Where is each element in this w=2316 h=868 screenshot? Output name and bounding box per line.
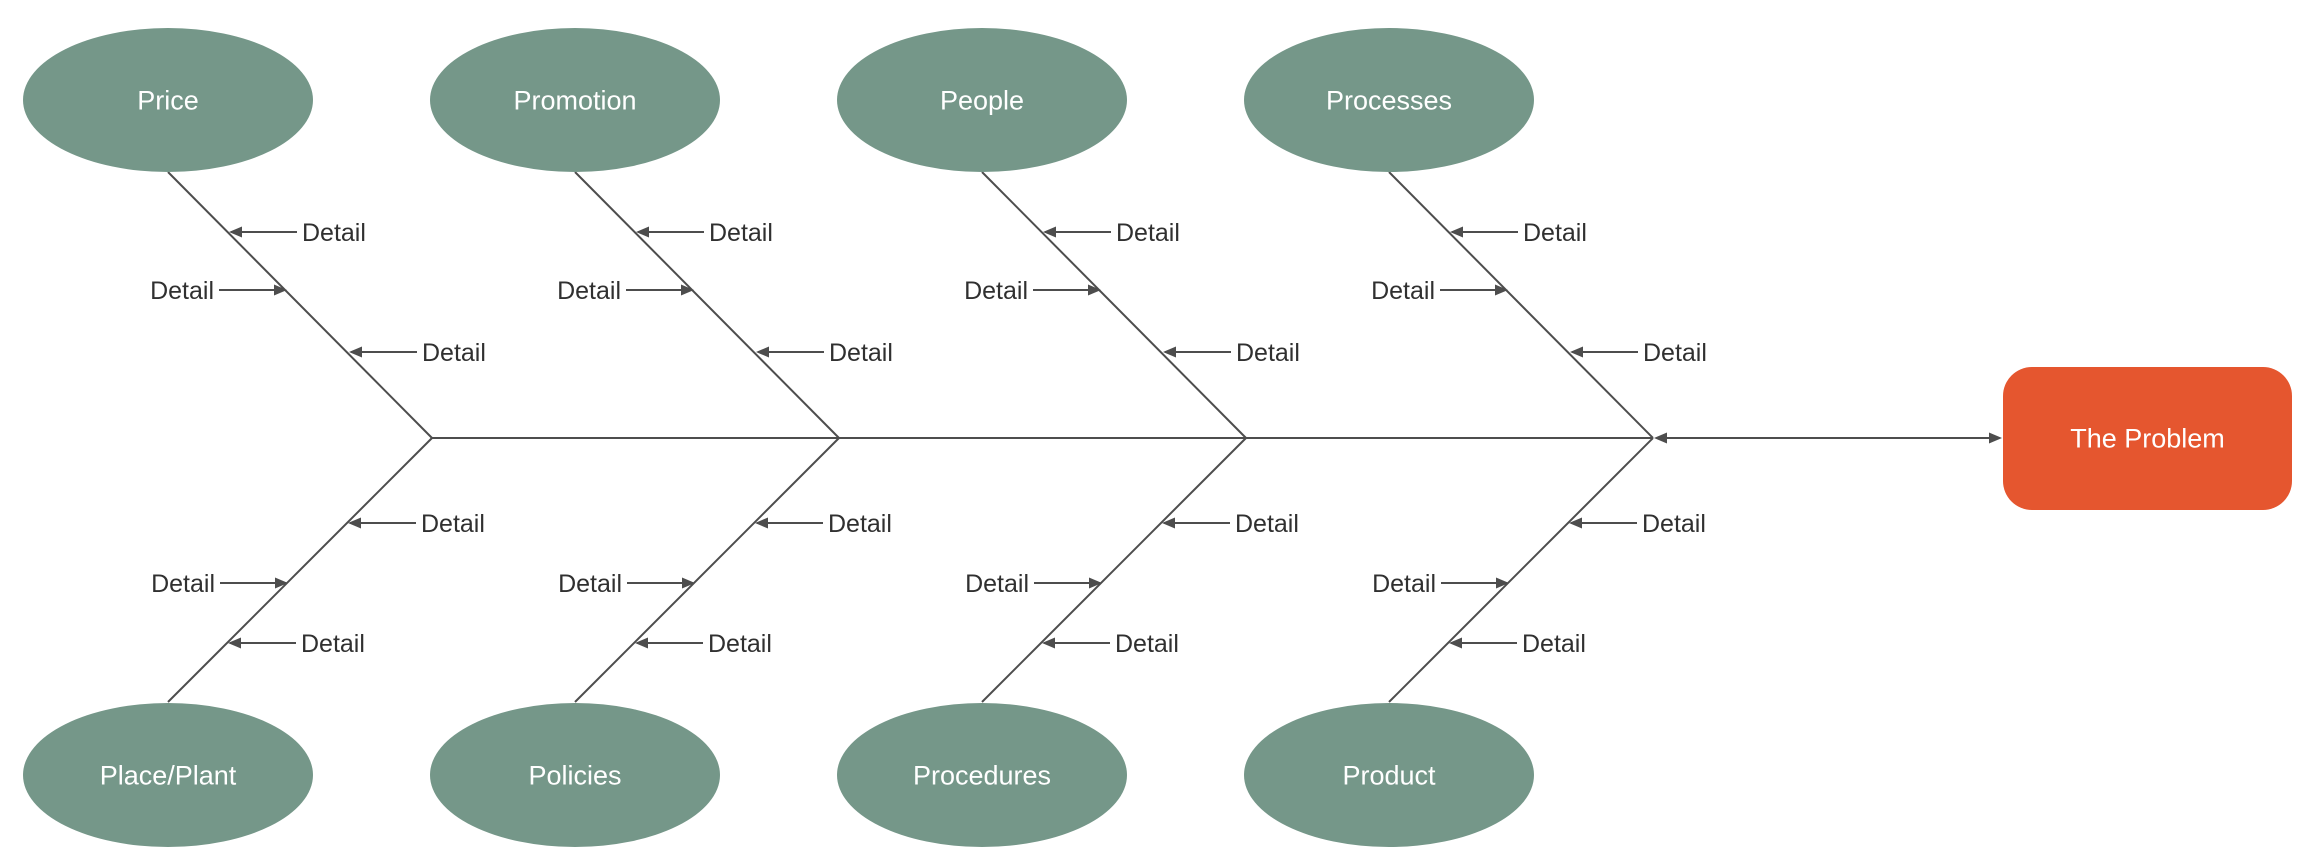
detail-arrowhead-icon bbox=[1449, 637, 1462, 649]
category-ellipse bbox=[23, 28, 313, 172]
bone-line-top bbox=[981, 171, 1247, 439]
detail-arrowhead-icon bbox=[1569, 517, 1582, 529]
category-label: Policies bbox=[528, 761, 621, 791]
detail-arrowhead-icon bbox=[681, 284, 694, 296]
detail-arrowhead-icon bbox=[755, 517, 768, 529]
detail-arrowhead-icon bbox=[1042, 637, 1055, 649]
category-node-promotion[interactable]: Promotion bbox=[430, 28, 720, 172]
detail-arrowhead-icon bbox=[1570, 346, 1583, 358]
detail-label[interactable]: Detail bbox=[422, 339, 486, 367]
category-label: Price bbox=[137, 86, 199, 116]
detail-arrowhead-icon bbox=[636, 226, 649, 238]
detail-label[interactable]: Detail bbox=[1642, 510, 1706, 538]
bone-line-bottom bbox=[1388, 437, 1654, 703]
detail-label[interactable]: Detail bbox=[829, 339, 893, 367]
detail-label[interactable]: Detail bbox=[1523, 219, 1587, 247]
detail-arrowhead-icon bbox=[348, 517, 361, 529]
category-node-processes[interactable]: Processes bbox=[1244, 28, 1534, 172]
bone-line-bottom bbox=[981, 437, 1247, 703]
category-ellipse bbox=[837, 28, 1127, 172]
detail-arrowhead-icon bbox=[1495, 284, 1508, 296]
detail-label[interactable]: Detail bbox=[301, 630, 365, 658]
detail-arrowhead-icon bbox=[1496, 577, 1509, 589]
detail-label[interactable]: Detail bbox=[1522, 630, 1586, 658]
detail-arrowhead-icon bbox=[274, 284, 287, 296]
spine-arrowhead-right-icon bbox=[1989, 432, 2002, 444]
detail-arrowhead-icon bbox=[1089, 577, 1102, 589]
category-ellipse bbox=[1244, 28, 1534, 172]
detail-label[interactable]: Detail bbox=[151, 570, 215, 598]
category-node-people[interactable]: People bbox=[837, 28, 1127, 172]
detail-label[interactable]: Detail bbox=[965, 570, 1029, 598]
detail-label[interactable]: Detail bbox=[1372, 570, 1436, 598]
detail-arrowhead-icon bbox=[1450, 226, 1463, 238]
detail-label[interactable]: Detail bbox=[828, 510, 892, 538]
detail-arrowhead-icon bbox=[1043, 226, 1056, 238]
category-ellipse bbox=[837, 703, 1127, 847]
detail-arrowhead-icon bbox=[682, 577, 695, 589]
detail-label[interactable]: Detail bbox=[558, 570, 622, 598]
spine-arrowhead-left-icon bbox=[1654, 432, 1667, 444]
detail-arrowhead-icon bbox=[1088, 284, 1101, 296]
category-node-place-plant[interactable]: Place/Plant bbox=[23, 703, 313, 847]
category-ellipse bbox=[1244, 703, 1534, 847]
detail-arrowhead-icon bbox=[1162, 517, 1175, 529]
detail-label[interactable]: Detail bbox=[1235, 510, 1299, 538]
bone-line-top bbox=[574, 171, 840, 439]
detail-label[interactable]: Detail bbox=[1115, 630, 1179, 658]
category-node-product[interactable]: Product bbox=[1244, 703, 1534, 847]
category-ellipse bbox=[430, 703, 720, 847]
detail-label[interactable]: Detail bbox=[557, 277, 621, 305]
category-label: Product bbox=[1342, 761, 1436, 791]
problem-label: The Problem bbox=[2070, 424, 2225, 454]
category-ellipse bbox=[23, 703, 313, 847]
bone-line-bottom bbox=[167, 437, 433, 703]
detail-label[interactable]: Detail bbox=[964, 277, 1028, 305]
detail-label[interactable]: Detail bbox=[708, 630, 772, 658]
detail-label[interactable]: Detail bbox=[709, 219, 773, 247]
detail-arrowhead-icon bbox=[349, 346, 362, 358]
detail-arrowhead-icon bbox=[228, 637, 241, 649]
category-node-price[interactable]: Price bbox=[23, 28, 313, 172]
category-label: Promotion bbox=[513, 86, 636, 116]
category-label: Processes bbox=[1326, 86, 1452, 116]
detail-label[interactable]: Detail bbox=[302, 219, 366, 247]
detail-label[interactable]: Detail bbox=[421, 510, 485, 538]
problem-box bbox=[2003, 367, 2292, 510]
detail-label[interactable]: Detail bbox=[1643, 339, 1707, 367]
detail-label[interactable]: Detail bbox=[1236, 339, 1300, 367]
category-node-policies[interactable]: Policies bbox=[430, 703, 720, 847]
problem-node[interactable]: The Problem bbox=[2003, 367, 2292, 510]
detail-arrowhead-icon bbox=[635, 637, 648, 649]
bones-layer: DetailDetailDetailDetailDetailDetailDeta… bbox=[150, 171, 1707, 703]
bone-line-bottom bbox=[574, 437, 840, 703]
category-label: Place/Plant bbox=[100, 761, 237, 791]
detail-label[interactable]: Detail bbox=[1371, 277, 1435, 305]
detail-arrowhead-icon bbox=[1163, 346, 1176, 358]
bone-line-top bbox=[1388, 171, 1654, 439]
category-label: People bbox=[940, 86, 1024, 116]
category-node-procedures[interactable]: Procedures bbox=[837, 703, 1127, 847]
detail-arrowhead-icon bbox=[275, 577, 288, 589]
category-label: Procedures bbox=[913, 761, 1051, 791]
category-ellipse bbox=[430, 28, 720, 172]
detail-label[interactable]: Detail bbox=[1116, 219, 1180, 247]
bone-line-top bbox=[167, 171, 433, 439]
detail-arrowhead-icon bbox=[229, 226, 242, 238]
detail-arrowhead-icon bbox=[756, 346, 769, 358]
detail-label[interactable]: Detail bbox=[150, 277, 214, 305]
